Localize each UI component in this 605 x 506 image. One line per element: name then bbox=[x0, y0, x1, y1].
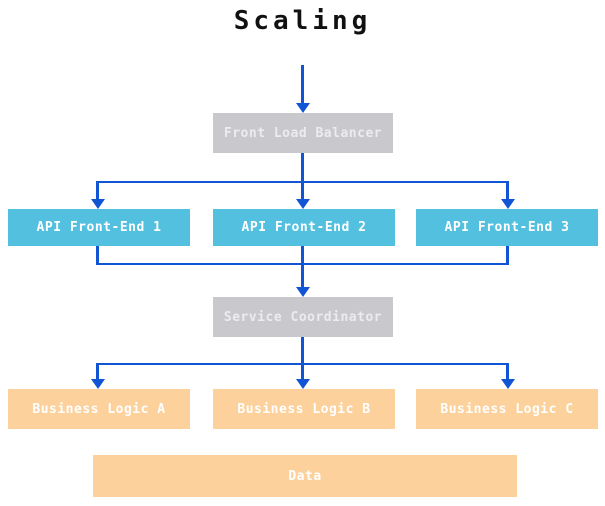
node-api-front-end-2-label: API Front-End 2 bbox=[241, 220, 367, 235]
diagram-title: Scaling bbox=[233, 6, 372, 36]
arrowhead-api2-icon bbox=[296, 199, 310, 209]
connector-to-bl-b bbox=[301, 363, 304, 380]
connector-sc-down bbox=[301, 337, 304, 365]
node-service-coordinator: Service Coordinator bbox=[213, 297, 393, 337]
node-front-load-balancer: Front Load Balancer bbox=[213, 113, 393, 153]
arrowhead-api3-icon bbox=[501, 199, 515, 209]
node-api-front-end-1-label: API Front-End 1 bbox=[36, 220, 162, 235]
connector-flb-down bbox=[301, 153, 304, 183]
connector-to-api3 bbox=[506, 181, 509, 200]
node-business-logic-a-label: Business Logic A bbox=[32, 401, 166, 417]
arrowhead-bl-a-icon bbox=[91, 379, 105, 389]
node-data: Data bbox=[93, 455, 517, 497]
arrowhead-service-coordinator-icon bbox=[296, 287, 310, 297]
connector-to-bl-a bbox=[96, 363, 99, 380]
node-business-logic-c-label: Business Logic C bbox=[440, 401, 574, 417]
node-business-logic-c: Business Logic C bbox=[416, 389, 598, 429]
connector-api3-down bbox=[506, 246, 509, 265]
node-api-front-end-3-label: API Front-End 3 bbox=[444, 220, 570, 235]
connector-to-api2 bbox=[301, 181, 304, 200]
arrowhead-bl-c-icon bbox=[501, 379, 515, 389]
arrowhead-api1-icon bbox=[91, 199, 105, 209]
connector-to-api1 bbox=[96, 181, 99, 200]
arrowhead-bl-b-icon bbox=[296, 379, 310, 389]
arrowhead-flb-icon bbox=[296, 103, 310, 113]
connector-to-service-coordinator bbox=[301, 263, 304, 288]
connector-to-bl-c bbox=[506, 363, 509, 380]
node-business-logic-b: Business Logic B bbox=[213, 389, 395, 429]
node-data-label: Data bbox=[288, 468, 322, 484]
connector-api1-down bbox=[96, 246, 99, 265]
connector-api2-down bbox=[301, 246, 304, 265]
node-front-load-balancer-label: Front Load Balancer bbox=[223, 125, 383, 141]
arrow-line-top-to-flb bbox=[301, 65, 304, 105]
node-api-front-end-3: API Front-End 3 bbox=[416, 209, 598, 246]
node-api-front-end-1: API Front-End 1 bbox=[8, 209, 190, 246]
node-business-logic-b-label: Business Logic B bbox=[237, 401, 371, 417]
node-api-front-end-2: API Front-End 2 bbox=[213, 209, 395, 246]
node-service-coordinator-label: Service Coordinator bbox=[223, 309, 383, 325]
node-business-logic-a: Business Logic A bbox=[8, 389, 190, 429]
